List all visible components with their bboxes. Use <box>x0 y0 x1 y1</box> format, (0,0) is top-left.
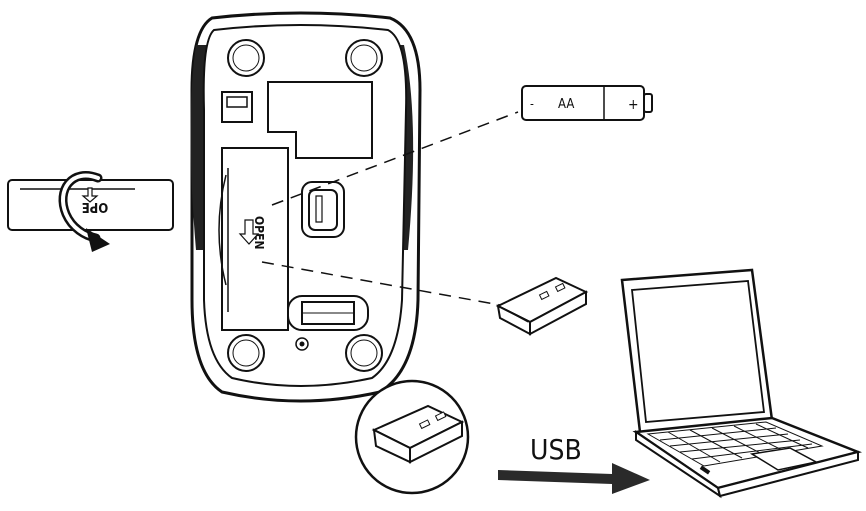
power-switch <box>221 91 253 123</box>
battery-type-label: AA <box>558 97 574 112</box>
optical-sensor <box>301 181 345 238</box>
foot-pad-top-left <box>227 39 265 77</box>
laptop-touchpad <box>749 447 819 471</box>
usb-nano-receiver <box>495 276 589 336</box>
rotate-arrow-icon <box>58 171 110 252</box>
foot-pad-top-right <box>345 39 383 77</box>
battery-guide-line <box>271 111 519 206</box>
cover-open-label-rotated: OPE <box>82 199 109 214</box>
receiver-guide-line <box>261 261 501 306</box>
aa-battery: - AA + <box>521 85 653 121</box>
receiver-zoom-circle <box>354 379 470 495</box>
screw-icon <box>295 337 309 351</box>
laptop-usb-port <box>699 465 711 475</box>
battery-plus-label: + <box>628 97 639 113</box>
battery-minus-label: - <box>530 97 534 111</box>
cover-open-label: OPEN <box>252 216 266 250</box>
mouse-underside: OPEN <box>190 11 422 403</box>
usb-arrow-icon <box>498 463 650 494</box>
laptop <box>620 268 863 499</box>
laptop-keyboard <box>646 421 824 467</box>
detached-battery-cover: OPE <box>7 179 174 231</box>
receiver-storage-slot <box>287 295 369 331</box>
usb-label: USB <box>530 433 582 466</box>
foot-pad-bottom-right <box>345 334 383 372</box>
foot-pad-bottom-left <box>227 334 265 372</box>
battery-compartment-door: OPEN <box>218 147 289 331</box>
